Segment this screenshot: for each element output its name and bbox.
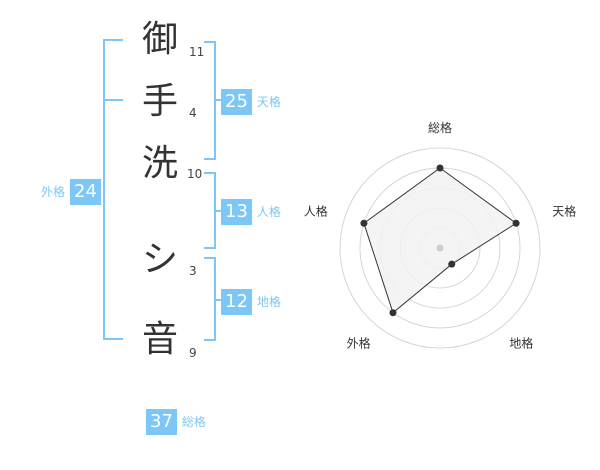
jinkaku-bracket-tick (214, 210, 222, 212)
chikaku-value: 12 (221, 289, 252, 315)
tenkaku-label: 天格 (256, 95, 281, 109)
stroke-count-1: 11 (189, 45, 205, 59)
tenkaku-score: 25 天格 (221, 89, 286, 115)
gaikaku-bracket-tick (103, 99, 123, 101)
name-char-4: シ (141, 239, 178, 280)
tenkaku-bracket-tick (214, 99, 222, 101)
name-char-1: 御 (141, 19, 178, 60)
radar-point (389, 309, 397, 317)
name-char-2: 手 (141, 81, 178, 122)
soukaku-score: 37 総格 (146, 409, 211, 435)
stroke-count-4: 3 (189, 264, 197, 278)
stroke-count-3: 10 (187, 167, 203, 181)
radar-points (360, 164, 520, 317)
soukaku-label: 総格 (181, 415, 206, 429)
stroke-count-2: 4 (189, 106, 197, 120)
name-char-5: 音 (141, 319, 178, 360)
radar-axis-label: 人格 (304, 204, 328, 219)
radar-point (448, 260, 456, 268)
gaikaku-score: 24 外格 (36, 179, 101, 205)
radar-center-dot (436, 244, 444, 252)
jinkaku-label: 人格 (256, 205, 281, 219)
radar-point (436, 164, 444, 172)
gaikaku-value: 24 (70, 179, 101, 205)
radar-point (512, 219, 520, 227)
radar-axis-label: 天格 (552, 204, 576, 219)
radar-axis-label: 地格 (509, 335, 533, 350)
chikaku-label: 地格 (256, 295, 281, 309)
gaikaku-label: 外格 (41, 185, 66, 199)
chikaku-bracket-tick (214, 299, 222, 301)
tenkaku-value: 25 (221, 89, 252, 115)
chikaku-score: 12 地格 (221, 289, 286, 315)
radar-axis-label: 総格 (428, 120, 452, 135)
radar-point (360, 219, 368, 227)
soukaku-value: 37 (146, 409, 177, 435)
gaikaku-bracket (103, 39, 123, 340)
name-char-3: 洗 (141, 143, 178, 184)
radar-polygon (363, 167, 517, 314)
radar-axis-label: 外格 (347, 335, 371, 350)
jinkaku-score: 13 人格 (221, 199, 286, 225)
stroke-count-5: 9 (189, 346, 197, 360)
jinkaku-value: 13 (221, 199, 252, 225)
